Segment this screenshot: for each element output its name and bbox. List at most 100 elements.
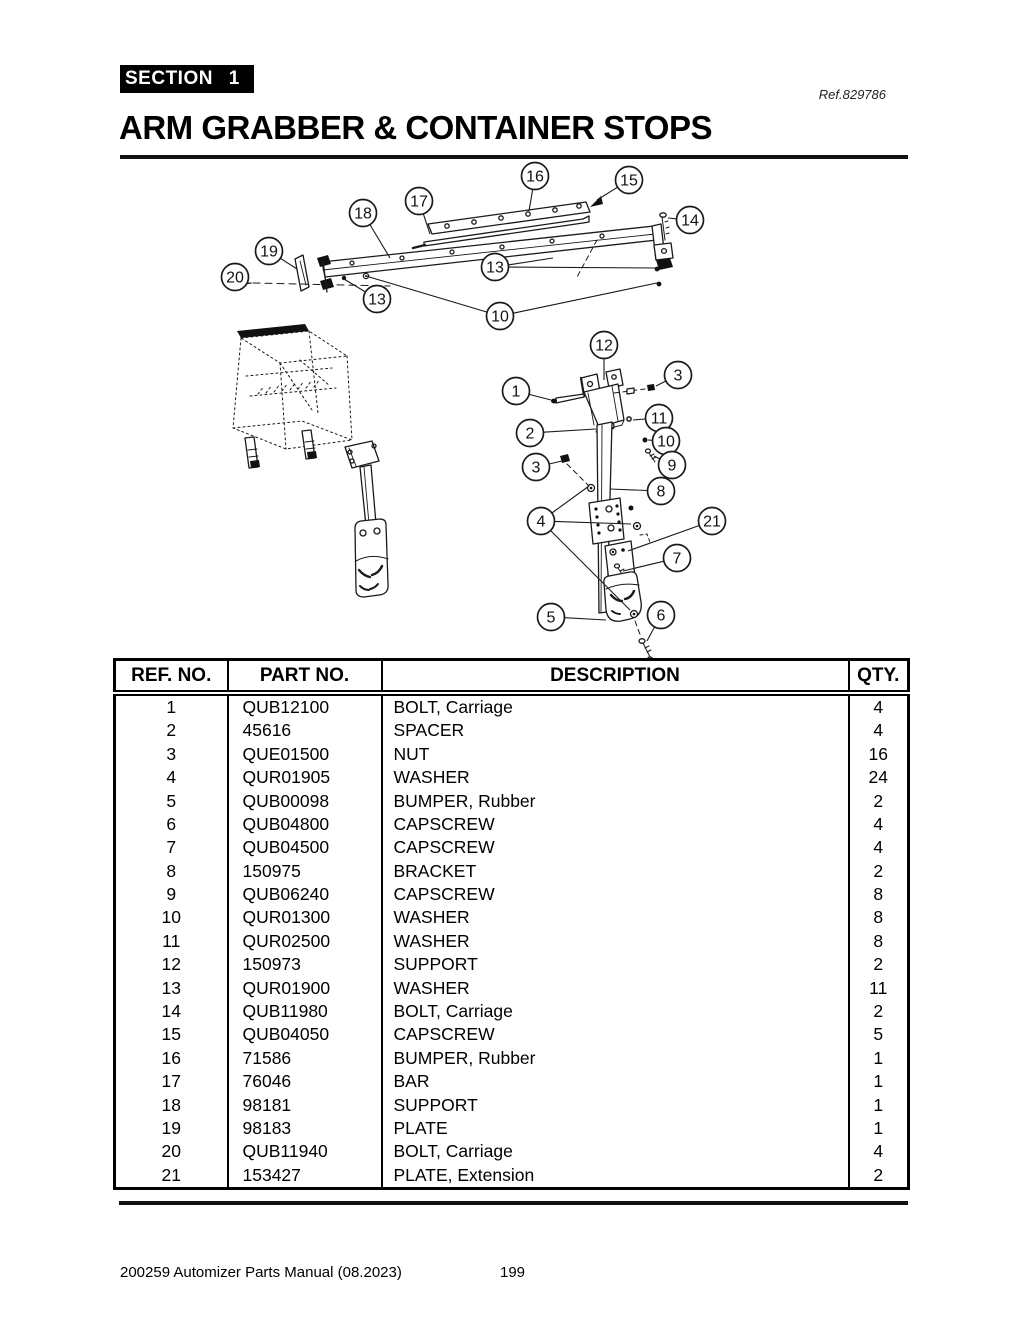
description-cell: BAR <box>380 1070 849 1094</box>
part-no-cell: QUR01300 <box>226 906 382 930</box>
description-cell: SUPPORT <box>380 953 849 977</box>
svg-text:21: 21 <box>703 514 721 531</box>
description-cell: BOLT, Carriage <box>380 1000 849 1024</box>
callout-19: 19 <box>254 236 284 266</box>
callout-8: 8 <box>646 476 676 506</box>
ref-no-cell: 2 <box>166 720 177 741</box>
qty-cell: 4 <box>847 836 909 860</box>
qty-cell: 1 <box>847 1117 909 1141</box>
qty-cell: 4 <box>847 812 909 837</box>
callout-12: 12 <box>589 330 619 360</box>
ref-no-cell: 3 <box>166 743 177 764</box>
qty-cell: 5 <box>847 1023 909 1047</box>
assembled-arm <box>344 440 389 598</box>
callout-13: 13 <box>480 252 510 282</box>
svg-text:17: 17 <box>410 194 428 211</box>
description-cell: CAPSCREW <box>380 883 849 907</box>
description-cell: CAPSCREW <box>380 812 849 837</box>
part-no-cell: QUB04800 <box>226 812 382 837</box>
part-no-cell: 150973 <box>226 953 382 977</box>
qty-cell: 1 <box>847 1093 909 1118</box>
callout-2: 2 <box>515 418 545 448</box>
svg-text:7: 7 <box>673 551 682 568</box>
column-header: DESCRIPTION <box>380 659 849 696</box>
description-cell: SPACER <box>380 719 849 743</box>
part-no-cell: QUR01905 <box>226 766 382 790</box>
callout-15: 15 <box>614 165 644 195</box>
svg-text:10: 10 <box>657 434 675 451</box>
part-no-cell: QUB04500 <box>226 836 382 860</box>
description-cell: BRACKET <box>380 859 849 884</box>
ref-no-cell: 1 <box>166 696 177 717</box>
footer-divider <box>119 1201 908 1205</box>
description-cell: SUPPORT <box>380 1093 849 1118</box>
description-cell: WASHER <box>380 976 849 1001</box>
qty-cell: 2 <box>847 953 909 977</box>
part-no-cell: QUE01500 <box>226 742 382 767</box>
ref-no-cell: 10 <box>161 907 181 928</box>
qty-cell: 1 <box>847 1046 909 1071</box>
ref-no-cell: 7 <box>166 837 177 858</box>
ref-no-cell: 18 <box>161 1094 181 1115</box>
svg-text:3: 3 <box>674 368 683 385</box>
svg-text:10: 10 <box>491 309 509 326</box>
svg-text:18: 18 <box>354 206 372 223</box>
svg-text:6: 6 <box>657 608 666 625</box>
qty-cell: 1 <box>847 1070 909 1094</box>
ref-no-cell: 15 <box>161 1024 181 1045</box>
part-no-cell: QUB04050 <box>226 1023 382 1047</box>
svg-text:11: 11 <box>651 411 668 428</box>
svg-text:16: 16 <box>526 169 544 186</box>
qty-cell: 8 <box>847 929 909 954</box>
svg-text:3: 3 <box>532 460 541 477</box>
ref-no-cell: 20 <box>161 1141 181 1162</box>
description-cell: PLATE <box>380 1117 849 1141</box>
description-cell: BUMPER, Rubber <box>380 789 849 813</box>
svg-text:13: 13 <box>486 260 504 277</box>
svg-text:9: 9 <box>668 458 677 475</box>
ref-no-cell: 8 <box>166 860 177 881</box>
ref-no-cell: 21 <box>161 1164 181 1185</box>
part-no-cell: 45616 <box>226 719 382 743</box>
footer-page-number: 199 <box>500 1264 526 1281</box>
ref-no-cell: 4 <box>166 767 177 788</box>
phantom-cart-sketch <box>232 330 353 450</box>
qty-cell: 11 <box>847 976 909 1001</box>
callout-21: 21 <box>697 506 727 536</box>
column-header: REF. NO. <box>114 659 228 696</box>
section-badge: SECTION 1 <box>120 65 254 93</box>
footer-manual-label: 200259 Automizer Parts Manual (08.2023) <box>120 1264 402 1281</box>
description-cell: WASHER <box>380 906 849 930</box>
qty-cell: 4 <box>847 693 909 720</box>
qty-cell: 4 <box>847 719 909 743</box>
svg-text:13: 13 <box>368 292 386 309</box>
qty-cell: 24 <box>847 766 909 790</box>
part-no-cell: QUB11980 <box>226 1000 382 1024</box>
column-header: QTY. <box>847 659 909 696</box>
callout-10: 10 <box>651 426 681 456</box>
callout-3: 3 <box>663 360 693 390</box>
callout-13: 13 <box>362 284 392 314</box>
description-cell: BOLT, Carriage <box>380 693 849 720</box>
part-no-cell: QUR02500 <box>226 929 382 954</box>
column-header: PART NO. <box>226 659 382 696</box>
svg-text:15: 15 <box>620 173 638 190</box>
description-cell: CAPSCREW <box>380 836 849 860</box>
callout-16: 16 <box>520 161 550 191</box>
svg-text:8: 8 <box>657 484 666 501</box>
part-no-cell: 153427 <box>226 1163 382 1189</box>
